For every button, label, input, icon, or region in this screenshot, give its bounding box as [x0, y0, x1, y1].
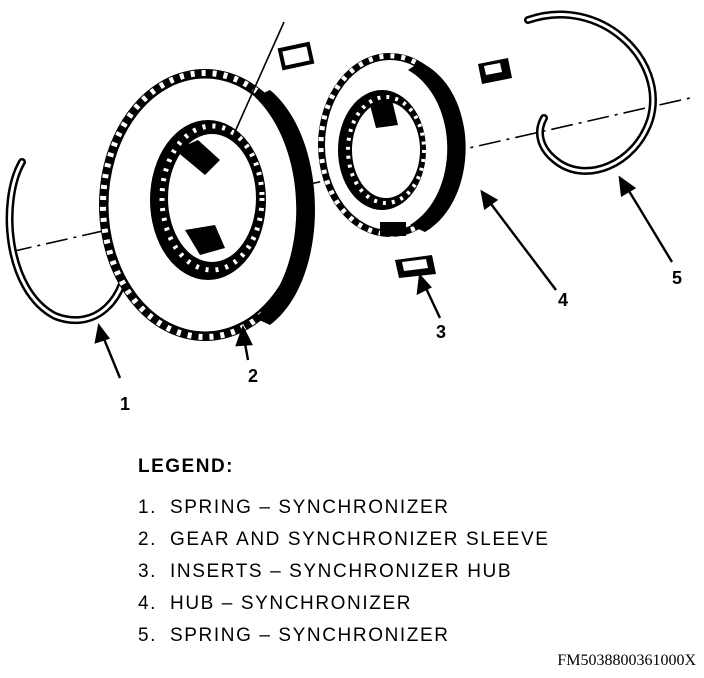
legend: LEGEND: 1. SPRING – SYNCHRONIZER 2. GEAR A…	[138, 456, 678, 652]
legend-item-text: INSERTS – SYNCHRONIZER HUB	[170, 561, 513, 582]
legend-item-text: HUB – SYNCHRONIZER	[170, 593, 413, 614]
legend-item: 4. HUB – SYNCHRONIZER	[138, 588, 678, 620]
legend-item-text: SPRING – SYNCHRONIZER	[170, 497, 450, 518]
gear-sleeve	[99, 69, 315, 341]
spring-right-inner	[526, 13, 655, 173]
callout-2: 2	[248, 366, 258, 386]
legend-item: 3. INSERTS – SYNCHRONIZER HUB	[138, 556, 678, 588]
legend-item-number: 5.	[138, 625, 158, 646]
leader-lines	[94, 175, 674, 379]
inserts	[277, 41, 512, 278]
axis-pointer	[233, 21, 285, 135]
figure-id: FM5038800361000X	[557, 652, 696, 669]
legend-item: 1. SPRING – SYNCHRONIZER	[138, 492, 678, 524]
legend-item-text: SPRING – SYNCHRONIZER	[170, 625, 450, 646]
callout-1: 1	[120, 394, 130, 414]
callout-4: 4	[558, 290, 568, 310]
legend-item-number: 1.	[138, 497, 158, 518]
legend-item-text: GEAR AND SYNCHRONIZER SLEEVE	[170, 529, 550, 550]
exploded-diagram: 1 2 3 4 5	[5, 10, 691, 414]
legend-item-number: 2.	[138, 529, 158, 550]
callout-3: 3	[436, 322, 446, 342]
hub	[318, 53, 466, 237]
legend-title: LEGEND:	[138, 456, 234, 477]
callout-5: 5	[672, 268, 682, 288]
legend-list: 1. SPRING – SYNCHRONIZER 2. GEAR AND SYNCH…	[138, 492, 678, 652]
legend-item: 5. SPRING – SYNCHRONIZER	[138, 620, 678, 652]
legend-item: 2. GEAR AND SYNCHRONIZER SLEEVE	[138, 524, 678, 556]
legend-item-number: 3.	[138, 561, 158, 582]
legend-item-number: 4.	[138, 593, 158, 614]
